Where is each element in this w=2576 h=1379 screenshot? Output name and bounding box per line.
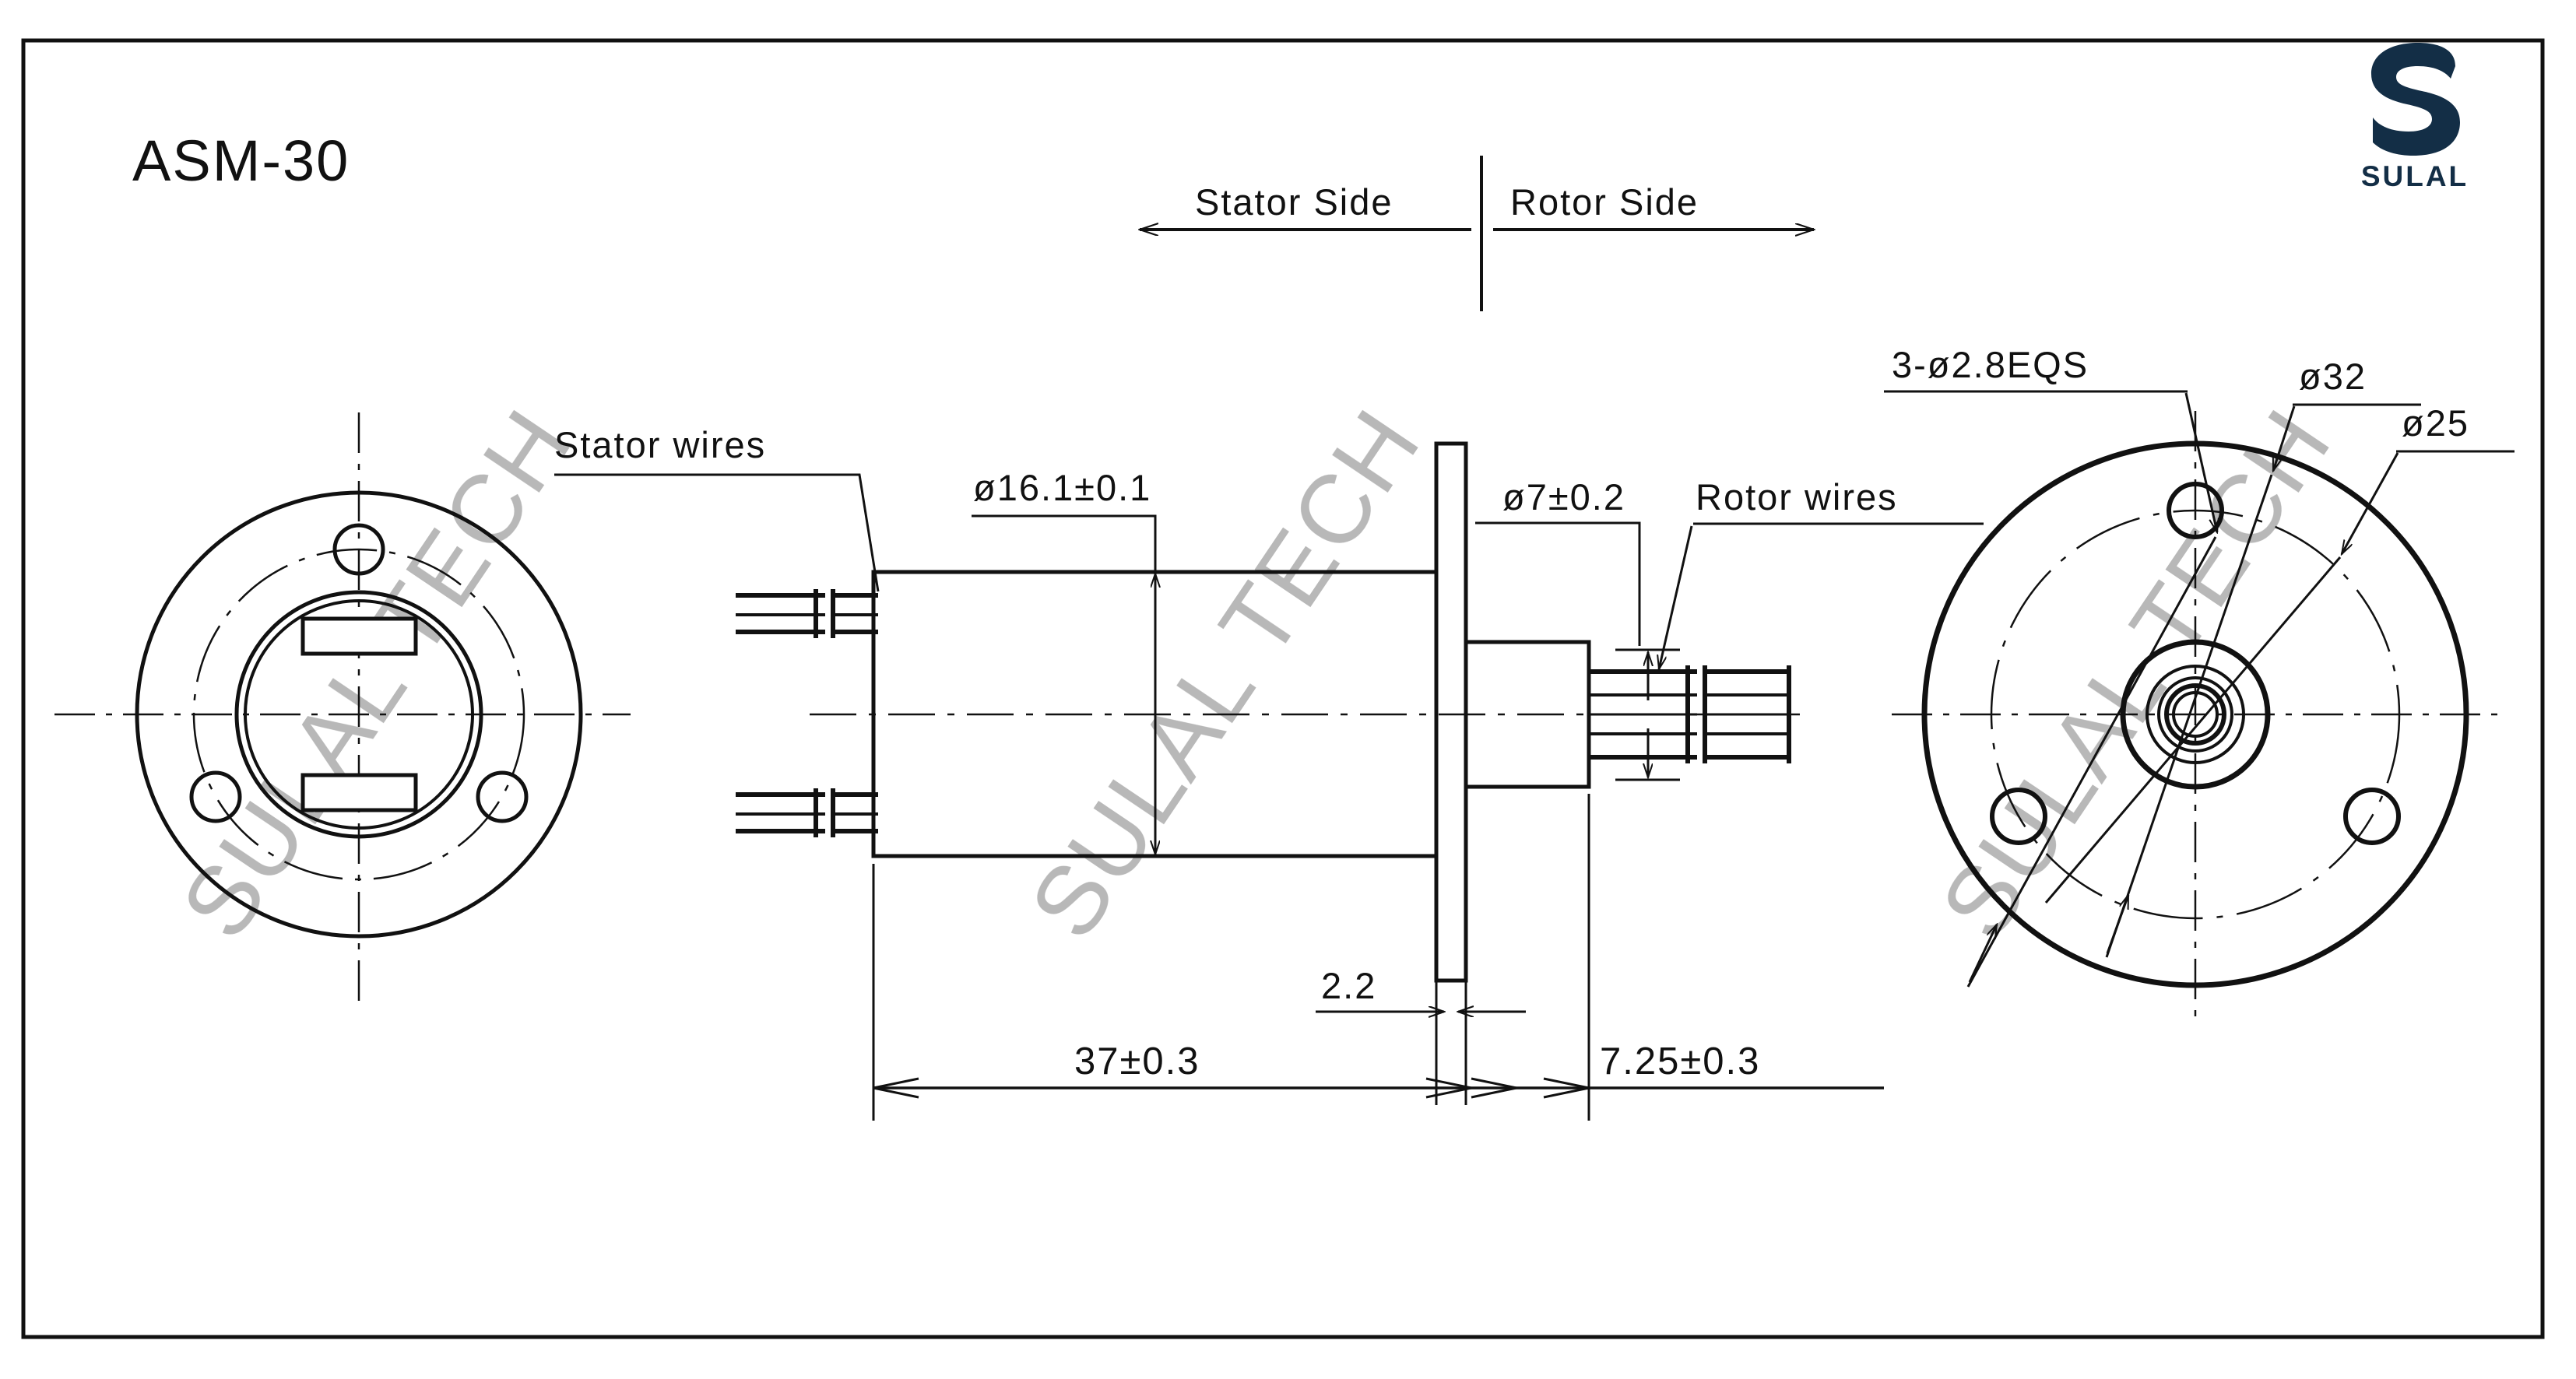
hub-bore-outer <box>2164 683 2226 746</box>
rotor-side-label: Rotor Side <box>1510 181 1699 223</box>
page-title: ASM-30 <box>132 128 350 193</box>
holes-label: 3-ø2.8EQS <box>1892 344 2089 385</box>
mounting-hole <box>189 770 242 823</box>
rotor-end-view: 3-ø2.8EQS ø32 ø25 <box>1884 344 2514 1019</box>
mounting-hole <box>1990 788 2047 845</box>
mounting-hole <box>2343 788 2401 845</box>
leader-arrow <box>2184 392 2217 532</box>
stator-wires-callout: Stator wires <box>554 424 880 592</box>
holes-callout: 3-ø2.8EQS <box>1884 344 2217 988</box>
rotor-wires-callout: Rotor wires <box>1659 476 1984 669</box>
body-length-label: 37±0.3 <box>1074 1040 1200 1082</box>
bolt-circle <box>1990 509 2401 920</box>
shaft-diameter-label: ø7±0.2 <box>1502 476 1625 518</box>
dimension-arrow <box>873 1077 919 1099</box>
key-tab-bottom <box>300 773 418 812</box>
rotor-wire-bundle <box>1589 665 1791 763</box>
inner-bore-inner-circle <box>244 599 474 830</box>
stator-wires-label: Stator wires <box>554 424 766 465</box>
body-length-dimension: 37±0.3 <box>872 864 1517 1121</box>
watermark-text: SULAL TECH <box>161 391 592 957</box>
sulal-s-logo-icon <box>2371 43 2460 156</box>
outer-dia-callout: ø32 <box>2105 356 2421 958</box>
flange-thickness-label: 2.2 <box>1321 965 1376 1006</box>
body-diameter-dimension: ø16.1±0.1 <box>972 467 1155 854</box>
leader-line <box>2105 474 2273 958</box>
bolt-circle-dia-label: ø25 <box>2402 402 2469 444</box>
flange-thickness-dimension: 2.2 <box>1316 864 1526 1105</box>
side-section-view: Stator wires ø16.1±0.1 ø7±0.2 <box>554 424 1984 1121</box>
mounting-hole <box>332 523 385 576</box>
sheet-border <box>21 38 2545 1339</box>
leader-arrow <box>1659 525 1693 669</box>
inner-bore-outer-circle <box>234 590 483 839</box>
stator-wire-bundle-lower <box>736 788 878 837</box>
bolt-circle <box>192 548 525 881</box>
leader-line <box>2044 556 2342 904</box>
stator-wire-bundle-upper <box>736 589 878 638</box>
shaft-diameter-dimension: ø7±0.2 <box>1475 476 1680 781</box>
watermark-group: SULAL TECH SULAL TECH SULAL TECH <box>161 391 2352 957</box>
hub-ring-outer <box>2120 639 2271 790</box>
rotor-wires-label: Rotor wires <box>1696 476 1898 518</box>
leader-arrow <box>2342 452 2399 554</box>
outer-flange-circle <box>1921 440 2469 988</box>
leader-line <box>554 473 880 592</box>
leader-line <box>1475 521 1641 646</box>
orientation-banner: Stator Side Rotor Side <box>1140 156 1814 311</box>
leader-line <box>972 514 1157 572</box>
outer-dia-label: ø32 <box>2299 356 2367 397</box>
mounting-hole <box>2167 482 2224 539</box>
rotor-length-label: 7.25±0.3 <box>1600 1040 1760 1082</box>
stator-side-label: Stator Side <box>1195 181 1393 223</box>
key-tab-top <box>300 616 418 656</box>
leader-line <box>1966 536 2217 988</box>
body-diameter-label: ø16.1±0.1 <box>973 467 1151 508</box>
hub-ring-inner <box>2157 676 2233 753</box>
rotor-length-dimension: 7.25±0.3 <box>1471 794 1884 1121</box>
outer-flange-circle <box>135 490 583 939</box>
flange-plate <box>1434 441 1468 983</box>
leader-arrow <box>2272 405 2296 471</box>
leader-arrow <box>1968 925 1998 983</box>
bolt-circle-dia-callout: ø25 <box>2044 402 2514 904</box>
stator-end-view <box>54 412 631 1012</box>
brand-name: SULAL <box>2360 160 2469 192</box>
mounting-hole <box>476 770 529 823</box>
brand-logo: SULAL <box>2341 40 2489 196</box>
hub-bore-inner <box>2172 691 2219 738</box>
leader-arrow <box>2106 895 2130 954</box>
dimension-arrow <box>1543 1077 1590 1099</box>
hub-ring-mid <box>2145 665 2245 764</box>
